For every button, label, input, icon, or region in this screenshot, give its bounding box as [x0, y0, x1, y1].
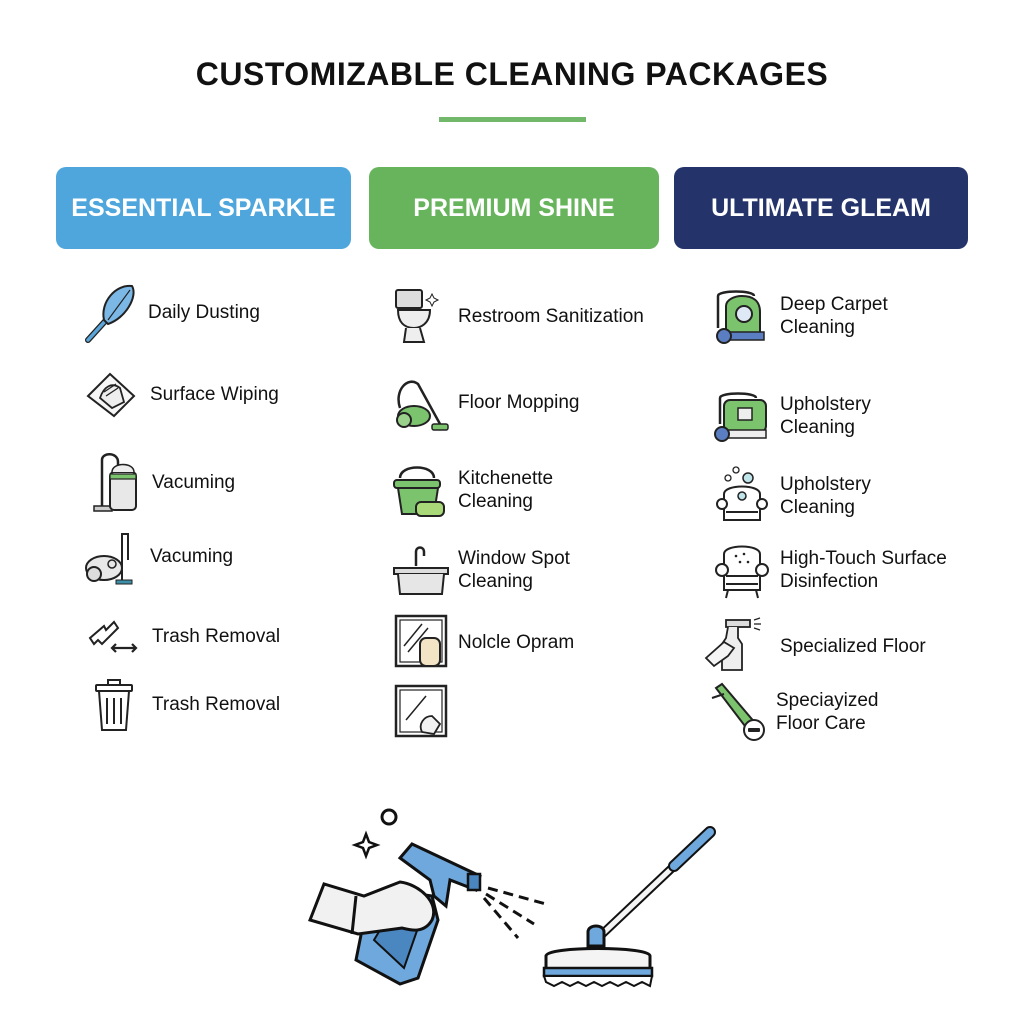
toilet-icon [390, 284, 450, 348]
item-label: Vacuming [152, 471, 236, 493]
trash-can-icon [84, 672, 144, 736]
floor-scrubber-icon [708, 680, 768, 744]
vacuum-cleaner-icon [82, 524, 142, 588]
bubbly-armchair-icon [712, 464, 772, 528]
scrub-brush-mop-icon [542, 826, 716, 988]
list-item: Specialized Floor [704, 614, 926, 678]
list-item: Vacuming [84, 450, 235, 514]
title-underline-divider [439, 117, 586, 122]
page-title: CUSTOMIZABLE CLEANING PACKAGES [195, 56, 829, 92]
item-label: Trash Removal [152, 693, 281, 715]
package-name: ULTIMATE GLEAM [711, 193, 931, 222]
green-vacuum-icon [390, 370, 450, 434]
spray-bottle-hand-icon [704, 614, 764, 678]
window-sponge-icon [390, 610, 450, 674]
item-label: Speciayized Floor Care [776, 690, 879, 734]
package-header-essential-sparkle[interactable]: ESSENTIAL SPARKLE [56, 167, 351, 249]
list-item: Kitchenette Cleaning [390, 458, 578, 522]
list-item: Upholstery Cleaning [712, 464, 910, 528]
item-label: Nolcle Opram [458, 631, 575, 653]
package-name: PREMIUM SHINE [413, 193, 615, 222]
list-item: Daily Dusting [80, 280, 260, 344]
trash-arrow-icon [84, 604, 144, 668]
bucket-sponge-icon [390, 458, 450, 522]
item-label: High-Touch Surface Disinfection [780, 548, 947, 592]
list-item: Deep Carpet Cleaning [712, 284, 910, 348]
package-header-premium-shine[interactable]: PREMIUM SHINE [369, 167, 659, 249]
item-label: Vacuming [150, 545, 234, 567]
canister-vacuum-icon [84, 450, 144, 514]
carpet-cleaner-icon [712, 284, 772, 348]
list-item: Upholstery Cleaning [712, 384, 910, 448]
hand-spray-bottle-icon [308, 808, 547, 986]
list-item: Window Spot Cleaning [390, 538, 598, 602]
list-item: Nolcle Opram [390, 610, 574, 674]
list-item: Vacuming [82, 524, 233, 588]
item-label: Window Spot Cleaning [458, 548, 570, 592]
list-item [390, 680, 458, 744]
item-label: Upholstery Cleaning [780, 474, 871, 518]
item-label: Upholstery Cleaning [780, 394, 871, 438]
list-item: Restroom Sanitization [390, 284, 644, 348]
package-header-ultimate-gleam[interactable]: ULTIMATE GLEAM [674, 167, 968, 249]
item-label: Deep Carpet Cleaning [780, 294, 888, 338]
list-item: Surface Wiping [82, 362, 279, 426]
list-item: Floor Mopping [390, 370, 579, 434]
list-item: Trash Removal [84, 672, 280, 736]
item-label: Specialized Floor [780, 635, 926, 657]
list-item: Speciayized Floor Care [708, 680, 896, 744]
list-item: High-Touch Surface Disinfection [712, 538, 970, 602]
package-name: ESSENTIAL SPARKLE [71, 193, 336, 222]
item-label: Kitchenette Cleaning [458, 468, 554, 512]
item-label: Daily Dusting [148, 301, 260, 323]
armchair-icon [712, 538, 772, 602]
item-label: Restroom Sanitization [458, 305, 644, 327]
item-label: Surface Wiping [150, 383, 279, 405]
feather-duster-icon [80, 280, 140, 344]
carpet-machine-icon [712, 384, 772, 448]
list-item: Trash Removal [84, 604, 280, 668]
item-label: Trash Removal [152, 625, 281, 647]
cloth-wipe-icon [82, 362, 142, 426]
sink-icon [390, 538, 450, 602]
item-label: Floor Mopping [458, 391, 580, 413]
window-glove-icon [390, 680, 450, 744]
